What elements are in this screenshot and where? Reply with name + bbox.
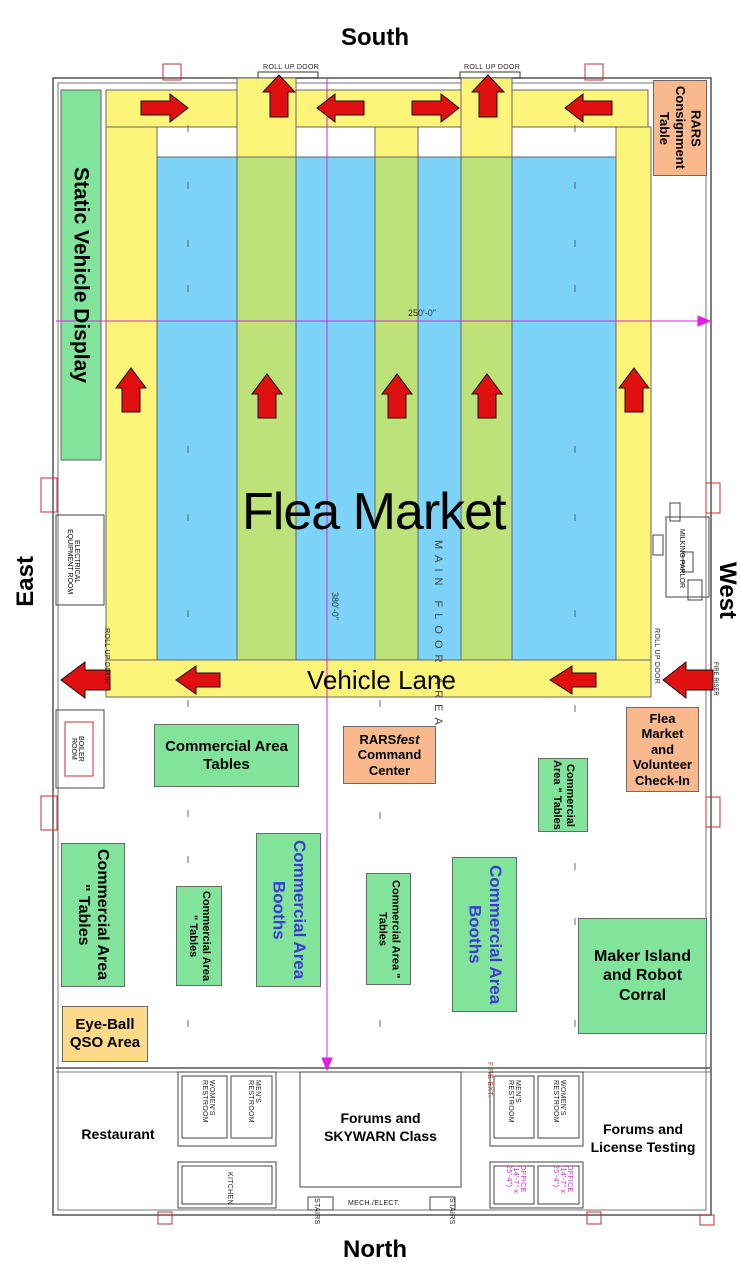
arrow-up-door-1 xyxy=(261,74,297,118)
flea-market-title: Flea Market xyxy=(242,483,507,541)
forums-license-label: Forums and License Testing xyxy=(590,1120,696,1155)
roll-up-door-label-west: ROLL UP DOOR xyxy=(653,628,660,685)
mens-restroom-label-1: MEN'S RESTROOM xyxy=(247,1080,261,1123)
mech-elect-label: MECH./ELECT. xyxy=(348,1200,400,1207)
arrow-up-door-2 xyxy=(470,74,506,118)
rars-consignment-label: RARS Consignment Table xyxy=(657,86,704,170)
commercial-tables-top: Commercial Area Tables xyxy=(154,724,299,787)
roll-up-door-label-2: ROLL UP DOOR xyxy=(464,64,521,71)
arrow-left-entry xyxy=(662,660,714,700)
building-walls xyxy=(52,77,712,1216)
boiler-room-label: BOILER ROOM xyxy=(70,736,84,762)
commercial-tables-right: Commercial Area " Tables xyxy=(538,758,588,832)
commercial-tables-mid-left: Commercial Area " Tables xyxy=(176,886,222,986)
arrow-up-5 xyxy=(618,367,650,413)
roll-up-door-label-east: ROLL UP DOOR xyxy=(103,628,110,685)
roll-up-door-label-1: ROLL UP DOOR xyxy=(263,64,320,71)
electrical-room-label: ELECTRICAL EQUIPMENT ROOM xyxy=(66,529,80,595)
eyeball-qso-area: Eye-Ball QSO Area xyxy=(62,1006,148,1062)
compass-north: North xyxy=(343,1236,407,1263)
stairs-label-2: STAIRS xyxy=(448,1198,455,1225)
commercial-tables-mid-left-label: Commercial Area " Tables xyxy=(187,890,213,982)
arrow-right-1 xyxy=(140,92,189,124)
commercial-tables-mid-right-label: Commercial Area " Tables xyxy=(376,879,402,979)
compass-east: East xyxy=(12,556,39,607)
traffic-arrows xyxy=(60,74,714,700)
rarsfest-command-center-title: RARSfest xyxy=(359,731,420,747)
commercial-tables-left: Commercial Area " Tables xyxy=(61,843,125,987)
restaurant-label: Restaurant xyxy=(81,1125,155,1142)
commercial-booths-left: Commercial Area Booths xyxy=(256,833,321,987)
dimension-380: 380'-0" xyxy=(330,592,340,620)
arrow-left-1 xyxy=(316,92,365,124)
arrow-right-2 xyxy=(411,92,460,124)
vehicle-lane-label: Vehicle Lane xyxy=(307,665,456,695)
top-lane xyxy=(105,89,649,128)
static-vehicle-display-label: Static Vehicle Display xyxy=(69,167,93,383)
column-markers xyxy=(187,125,576,1027)
arrow-up-4 xyxy=(471,373,503,419)
arrow-left-4 xyxy=(549,665,597,695)
arrow-up-1 xyxy=(115,367,147,413)
commercial-booths-right: Commercial Area Booths xyxy=(452,857,517,1012)
arrow-up-3 xyxy=(381,373,413,419)
rarsfest-command-center-label: Command Center xyxy=(357,747,422,778)
static-vehicle-display-box xyxy=(60,89,102,461)
maker-island: Maker Island and Robot Corral xyxy=(578,918,707,1034)
commercial-booths-left-label: Commercial Area Booths xyxy=(269,840,309,980)
office-label-1: OFFICE (14'-7" x 25'-4") xyxy=(505,1165,526,1194)
bottom-rooms xyxy=(177,1071,584,1211)
commercial-tables-right-label: Commercial Area " Tables xyxy=(551,760,577,830)
arrow-left-2 xyxy=(564,92,613,124)
commercial-booths-right-label: Commercial Area Booths xyxy=(465,864,505,1005)
womens-restroom-label-2: WOMEN'S RESTROOM xyxy=(552,1080,566,1123)
rars-consignment-table: RARS Consignment Table xyxy=(653,80,707,176)
lane-yellow-2 xyxy=(374,126,419,159)
kitchen-label: KITCHEN xyxy=(226,1172,233,1205)
side-rooms xyxy=(55,502,710,789)
stairs-label-1: STAIRS xyxy=(313,1198,320,1225)
arrow-up-2 xyxy=(251,373,283,419)
flea-market-checkin: Flea Market and Volunteer Check-In xyxy=(626,707,699,792)
womens-restroom-label-1: WOMEN'S RESTROOM xyxy=(201,1080,215,1123)
commercial-tables-mid-right: Commercial Area " Tables xyxy=(366,873,411,985)
mens-restroom-label-2: MEN'S RESTROOM xyxy=(507,1080,521,1123)
rarsfest-command-center: RARSfest Command Center xyxy=(343,726,436,784)
fire-riser-label: FIRE RISER xyxy=(712,662,718,696)
milking-parlor-label: MILKING PARLOR xyxy=(678,528,685,588)
compass-south: South xyxy=(341,24,409,51)
compass-west: West xyxy=(714,562,741,619)
arrow-left-exit xyxy=(60,661,111,699)
commercial-tables-left-label: Commercial Area " Tables xyxy=(75,849,112,981)
forums-skywarn-label: Forums and SKYWARN Class xyxy=(324,1109,437,1144)
office-label-2: OFFICE (14'-7" x 25'-4") xyxy=(552,1165,573,1194)
fire-ext-label: FIRE EXT. xyxy=(486,1062,493,1098)
main-floor-area-label: MAIN FLOOR AREA xyxy=(432,540,444,731)
arrow-left-3 xyxy=(175,665,221,695)
dimension-lines xyxy=(56,78,712,1072)
side-doors xyxy=(40,477,721,1226)
dimension-250: 250'-0" xyxy=(408,308,436,318)
